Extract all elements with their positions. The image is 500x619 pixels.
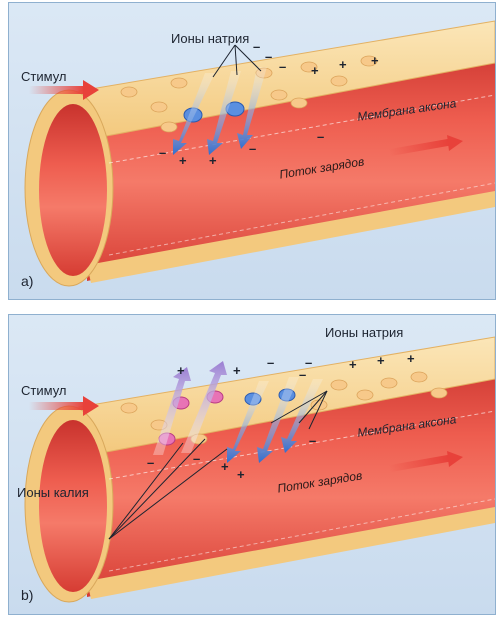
stimulus-label: Стимул (21, 383, 67, 398)
charge-flow-arrow (388, 135, 463, 157)
panel-b: Ионы натрия Стимул Ионы калия Мембрана а… (8, 314, 496, 615)
minus-sign: – (249, 141, 257, 156)
membrane-proteins (120, 55, 378, 133)
stimulus-arrow (29, 396, 99, 416)
panel-a: Ионы натрия Стимул Мембрана аксона Поток… (8, 2, 496, 300)
plus-sign: + (209, 153, 217, 168)
plus-sign: + (339, 57, 347, 72)
panel-label: a) (21, 273, 34, 289)
minus-sign: – (299, 367, 307, 382)
stimulus-label: Стимул (21, 69, 67, 84)
sodium-ions-label: Ионы натрия (325, 325, 404, 340)
guide-line (108, 410, 495, 480)
panel-label: b) (21, 587, 34, 603)
label-leader-lines (212, 44, 262, 78)
plus-sign: + (237, 467, 245, 482)
plus-sign: + (407, 351, 415, 366)
plus-sign: + (233, 363, 241, 378)
axon-membrane-bottom (87, 191, 495, 283)
axon-lumen (39, 104, 107, 276)
axon-illustration-a (24, 20, 495, 287)
label-leader-lines (108, 390, 328, 540)
minus-sign: – (305, 355, 313, 370)
axon-illustration-b (24, 336, 495, 603)
minus-sign: – (317, 129, 325, 144)
minus-sign: – (193, 451, 201, 466)
sodium-ion-arrow (173, 67, 267, 155)
sodium-ions-label: Ионы натрия (171, 31, 250, 46)
potassium-ions-label: Ионы калия (17, 485, 89, 500)
plus-sign: + (177, 363, 185, 378)
plus-sign: + (179, 153, 187, 168)
minus-sign: – (265, 49, 273, 64)
minus-sign: – (279, 59, 287, 74)
minus-sign: – (159, 145, 167, 160)
stimulus-arrow (29, 80, 99, 100)
plus-sign: + (377, 353, 385, 368)
plus-sign: + (349, 357, 357, 372)
charge-flow-arrow (388, 451, 463, 473)
plus-sign: + (311, 63, 319, 78)
guide-line (108, 498, 495, 572)
minus-sign: – (147, 455, 155, 470)
axon-lumen (39, 420, 107, 592)
potassium-ion-arrow (153, 361, 227, 455)
axon-membrane-bottom (87, 507, 495, 599)
minus-sign: – (253, 39, 261, 54)
plus-sign: + (371, 53, 379, 68)
guide-line (108, 182, 495, 256)
membrane-proteins (120, 371, 448, 445)
minus-sign: – (309, 433, 317, 448)
plus-sign: + (221, 459, 229, 474)
minus-sign: – (267, 355, 275, 370)
sodium-ion-arrow (227, 377, 323, 463)
